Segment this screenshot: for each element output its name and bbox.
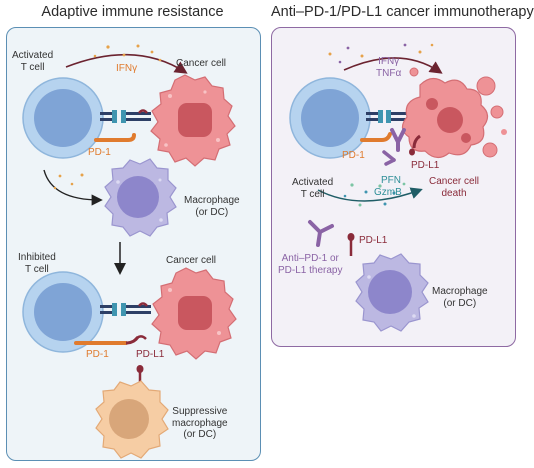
left-panel-title: Adaptive immune resistance (41, 4, 224, 20)
label-macrophage-left: Macrophage (or DC) (184, 195, 240, 218)
diagram-drawing (22, 43, 507, 459)
label-cancer-cell-bottom: Cancer cell (166, 255, 217, 266)
label-activated-t-cell: Activated T cell (12, 50, 54, 73)
cytokine-dots-right (328, 43, 434, 64)
label-ifn-gamma-left: IFNγ (116, 63, 138, 74)
suppressive-macrophage (95, 380, 169, 459)
label-ifn-tnf: IFNγ TNFα (376, 56, 402, 79)
pd1-receptor-right (360, 132, 392, 142)
label-cancer-cell-death: Cancer cell death (429, 176, 480, 199)
label-cancer-cell-top: Cancer cell (176, 58, 227, 69)
granule-dots (343, 182, 406, 207)
label-macrophage-right: Macrophage (or DC) (432, 286, 488, 309)
cytokine-dots-mid (53, 173, 84, 190)
pd1-receptor-top (94, 133, 136, 142)
right-panel-title: Anti–PD-1/PD-L1 cancer immunotherapy (271, 4, 534, 20)
activated-t-cell-right (289, 77, 371, 159)
label-activated-t-cell-right: Activated T cell (292, 177, 334, 200)
cancer-cell-bottom (151, 267, 237, 360)
label-pd1-bottom: PD-1 (86, 349, 109, 360)
arrow-to-macrophage (43, 169, 103, 206)
label-pdl1-right-bottom: PD-L1 (359, 235, 388, 246)
inhibited-t-cell (22, 271, 104, 353)
activated-t-cell (22, 77, 104, 159)
cancer-cell-top (150, 74, 236, 167)
tcr-mhc-synapse-top (100, 109, 151, 123)
label-pd1-top: PD-1 (88, 147, 111, 158)
label-inhibited-t-cell: Inhibited T cell (18, 252, 56, 275)
label-pdl1-right-top: PD-L1 (411, 160, 440, 171)
therapy-antibody (308, 220, 334, 247)
label-gzmb: GzmB (374, 187, 402, 198)
pdl1-ligand-right (412, 134, 421, 149)
tcr-mhc-synapse-right (366, 110, 415, 123)
ifn-gamma-arrow (65, 53, 188, 74)
antibody-blocking-2 (382, 150, 396, 166)
ifn-tnf-arrow (343, 57, 443, 74)
label-suppressive-macrophage: Suppressive macrophage (or DC) (172, 406, 228, 440)
cytokine-dots-top (93, 44, 162, 62)
label-therapy: Anti–PD-1 or PD-L1 therapy (278, 253, 343, 276)
antibody-blocking (390, 128, 406, 152)
killing-arrow (317, 187, 423, 202)
macrophage-left (104, 158, 177, 237)
label-pdl1-bottom: PD-L1 (136, 349, 165, 360)
label-pd1-right: PD-1 (342, 150, 365, 161)
tcr-mhc-synapse-bottom (100, 302, 151, 316)
macrophage-right (355, 253, 429, 332)
label-pfn: PFN (381, 175, 401, 186)
dying-cancer-cell (401, 67, 507, 159)
